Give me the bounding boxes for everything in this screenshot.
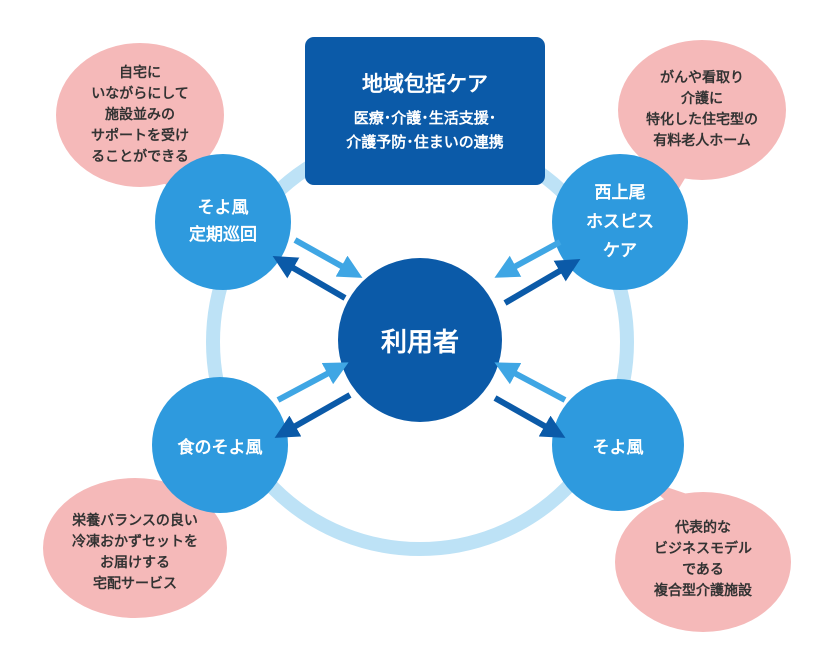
service-label-bl: 食のそよ風 xyxy=(155,425,285,465)
arrow-out-br xyxy=(493,395,566,438)
service-label-line: 定期巡回 xyxy=(189,225,257,245)
service-label-line: そよ風 xyxy=(592,437,644,458)
center-circle[interactable] xyxy=(338,258,502,422)
header-box: 地域包括ケア 医療･介護･生活支援･ 介護予防･住まいの連携 xyxy=(305,37,545,185)
bubble-line: お届けする xyxy=(100,554,170,571)
bubble-line: 代表的な xyxy=(675,519,731,536)
bubble-text-tl: 自宅に いながらにして 施設並みの サポートを受け ることができる xyxy=(56,55,224,175)
bubble-line: である xyxy=(682,561,724,578)
service-circle-tr[interactable] xyxy=(552,154,688,290)
service-label-tr: 西上尾 ホスピス ケア xyxy=(560,172,680,272)
service-label-line: 西上尾 xyxy=(594,182,646,203)
arrow-out-tr xyxy=(503,258,581,306)
service-circle-tl[interactable] xyxy=(155,154,291,290)
bubble-line: 施設並みの xyxy=(105,106,175,123)
bubble-line: 栄養バランスの良い xyxy=(72,512,198,529)
service-label-line: ケア xyxy=(603,240,637,261)
service-label-tl: そよ風 定期巡回 xyxy=(163,182,283,262)
header-title: 地域包括ケア xyxy=(362,72,488,96)
service-label-br: そよ風 xyxy=(558,425,678,465)
bubble-line: 特化した住宅型の xyxy=(646,112,758,128)
bubble-line: 介護に xyxy=(681,91,723,107)
service-circle-bl[interactable] xyxy=(152,377,288,513)
bubble-line: サポートを受け xyxy=(91,127,189,144)
arrow-in-br xyxy=(494,362,567,403)
bubble-line: ることができる xyxy=(91,148,189,165)
arrow-out-tl xyxy=(272,255,347,301)
bubble-line: 宅配サービス xyxy=(93,575,177,592)
header-subtitle-line: 医療･介護･生活支援･ xyxy=(353,109,497,127)
service-circle-br[interactable] xyxy=(552,379,684,511)
bubble-line: 複合型介護施設 xyxy=(654,582,752,599)
bubble-line: 冷凍おかずセットを xyxy=(72,533,198,550)
header-subtitle-line: 介護予防･住まいの連携 xyxy=(346,133,504,151)
arrow-out-bl xyxy=(274,392,352,438)
service-label-line: 食のそよ風 xyxy=(177,437,263,458)
bubble-text-bl: 栄養バランスの良い 冷凍おかずセットを お届けする 宅配サービス xyxy=(45,505,225,600)
center-label: 利用者 xyxy=(380,327,459,358)
bubble-text-br: 代表的な ビジネスモデル である 複合型介護施設 xyxy=(618,512,788,607)
bubble-line: 有料老人ホーム xyxy=(653,133,751,149)
bubble-line: ビジネスモデル xyxy=(654,540,752,557)
arrow-in-bl xyxy=(276,362,349,403)
bubble-text-tr: がんや看取り 介護に 特化した住宅型の 有料老人ホーム xyxy=(618,60,786,160)
arrow-in-tl xyxy=(293,237,363,278)
arrow-in-tr xyxy=(494,239,562,278)
service-label-line: そよ風 xyxy=(197,198,249,218)
bubble-line: 自宅に xyxy=(119,64,161,81)
bubble-line: いながらにして xyxy=(91,85,189,102)
bubble-line: がんや看取り xyxy=(660,70,744,86)
service-label-line: ホスピス xyxy=(586,211,654,232)
